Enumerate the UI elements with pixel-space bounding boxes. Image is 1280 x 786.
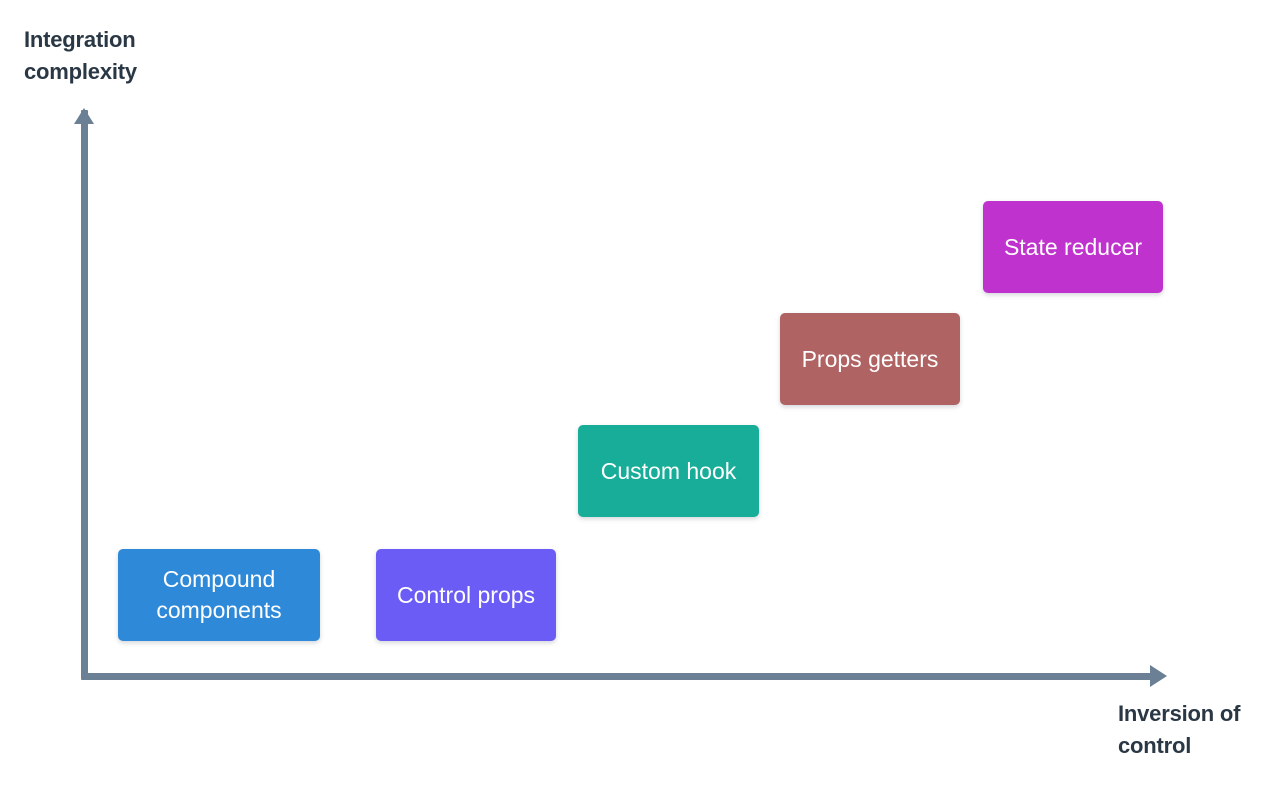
y-axis-arrow-icon: [74, 108, 94, 124]
pattern-box-props-getters[interactable]: Props getters: [780, 313, 960, 405]
pattern-box-control-props[interactable]: Control props: [376, 549, 556, 641]
y-axis-line: [81, 110, 88, 678]
x-axis-arrow-icon: [1150, 665, 1167, 687]
pattern-box-compound-components[interactable]: Compound components: [118, 549, 320, 641]
pattern-box-state-reducer[interactable]: State reducer: [983, 201, 1163, 293]
y-axis-label: Integration complexity: [24, 27, 137, 84]
x-axis-line: [81, 673, 1159, 680]
x-axis-label: Inversion of control: [1118, 701, 1241, 758]
pattern-box-custom-hook[interactable]: Custom hook: [578, 425, 759, 517]
